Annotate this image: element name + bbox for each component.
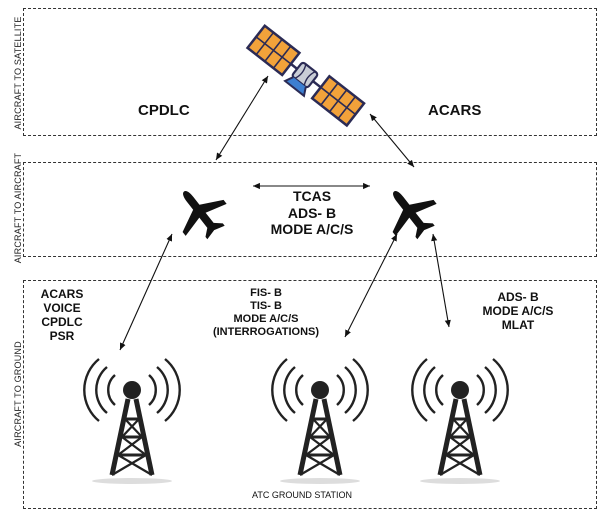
airplane-icon bbox=[380, 182, 440, 242]
satellite-icon bbox=[245, 24, 366, 128]
ground-center-line: (INTERROGATIONS) bbox=[212, 325, 320, 338]
satellite-zone bbox=[23, 8, 597, 136]
aircraft-link-line: MODE A/C/S bbox=[270, 221, 354, 238]
ground-left-line: ACARS bbox=[40, 287, 84, 301]
ground-center-line: FIS- B bbox=[250, 287, 282, 299]
ground-left-line: PSR bbox=[49, 329, 75, 344]
ground-right-line: ADS- B bbox=[497, 290, 539, 304]
ground-left-line: CPDLC bbox=[41, 315, 83, 330]
airplane-icon bbox=[170, 182, 230, 242]
ground-left-line: VOICE bbox=[43, 301, 81, 316]
ground-right-line: MODE A/C/S bbox=[482, 304, 554, 319]
aircraft-link-line: TCAS bbox=[292, 188, 332, 204]
satellite-left-label: CPDLC bbox=[138, 102, 190, 119]
ground-right-line: MLAT bbox=[501, 318, 535, 333]
ground-right-label: ADS- B MODE A/C/S MLAT bbox=[462, 290, 574, 332]
ground-center-line: MODE A/C/S bbox=[233, 312, 299, 325]
aircraft-link-label: TCAS ADS- B MODE A/C/S bbox=[252, 188, 372, 238]
ground-center-label: FIS- B TIS- B MODE A/C/S (INTERROGATIONS… bbox=[205, 287, 327, 339]
ground-center-line: TIS- B bbox=[250, 299, 282, 312]
radio-tower-icon bbox=[84, 359, 179, 484]
ground-left-label: ACARS VOICE CPDLC PSR bbox=[36, 287, 88, 344]
aircraft-zone bbox=[23, 162, 597, 257]
satellite-right-label: ACARS bbox=[428, 102, 482, 119]
ground-zone bbox=[23, 280, 597, 509]
radio-tower-icon bbox=[412, 359, 507, 484]
station-caption: ATC GROUND STATION bbox=[252, 490, 352, 500]
aircraft-link-line: ADS- B bbox=[287, 204, 337, 221]
radio-tower-icon bbox=[272, 359, 367, 484]
